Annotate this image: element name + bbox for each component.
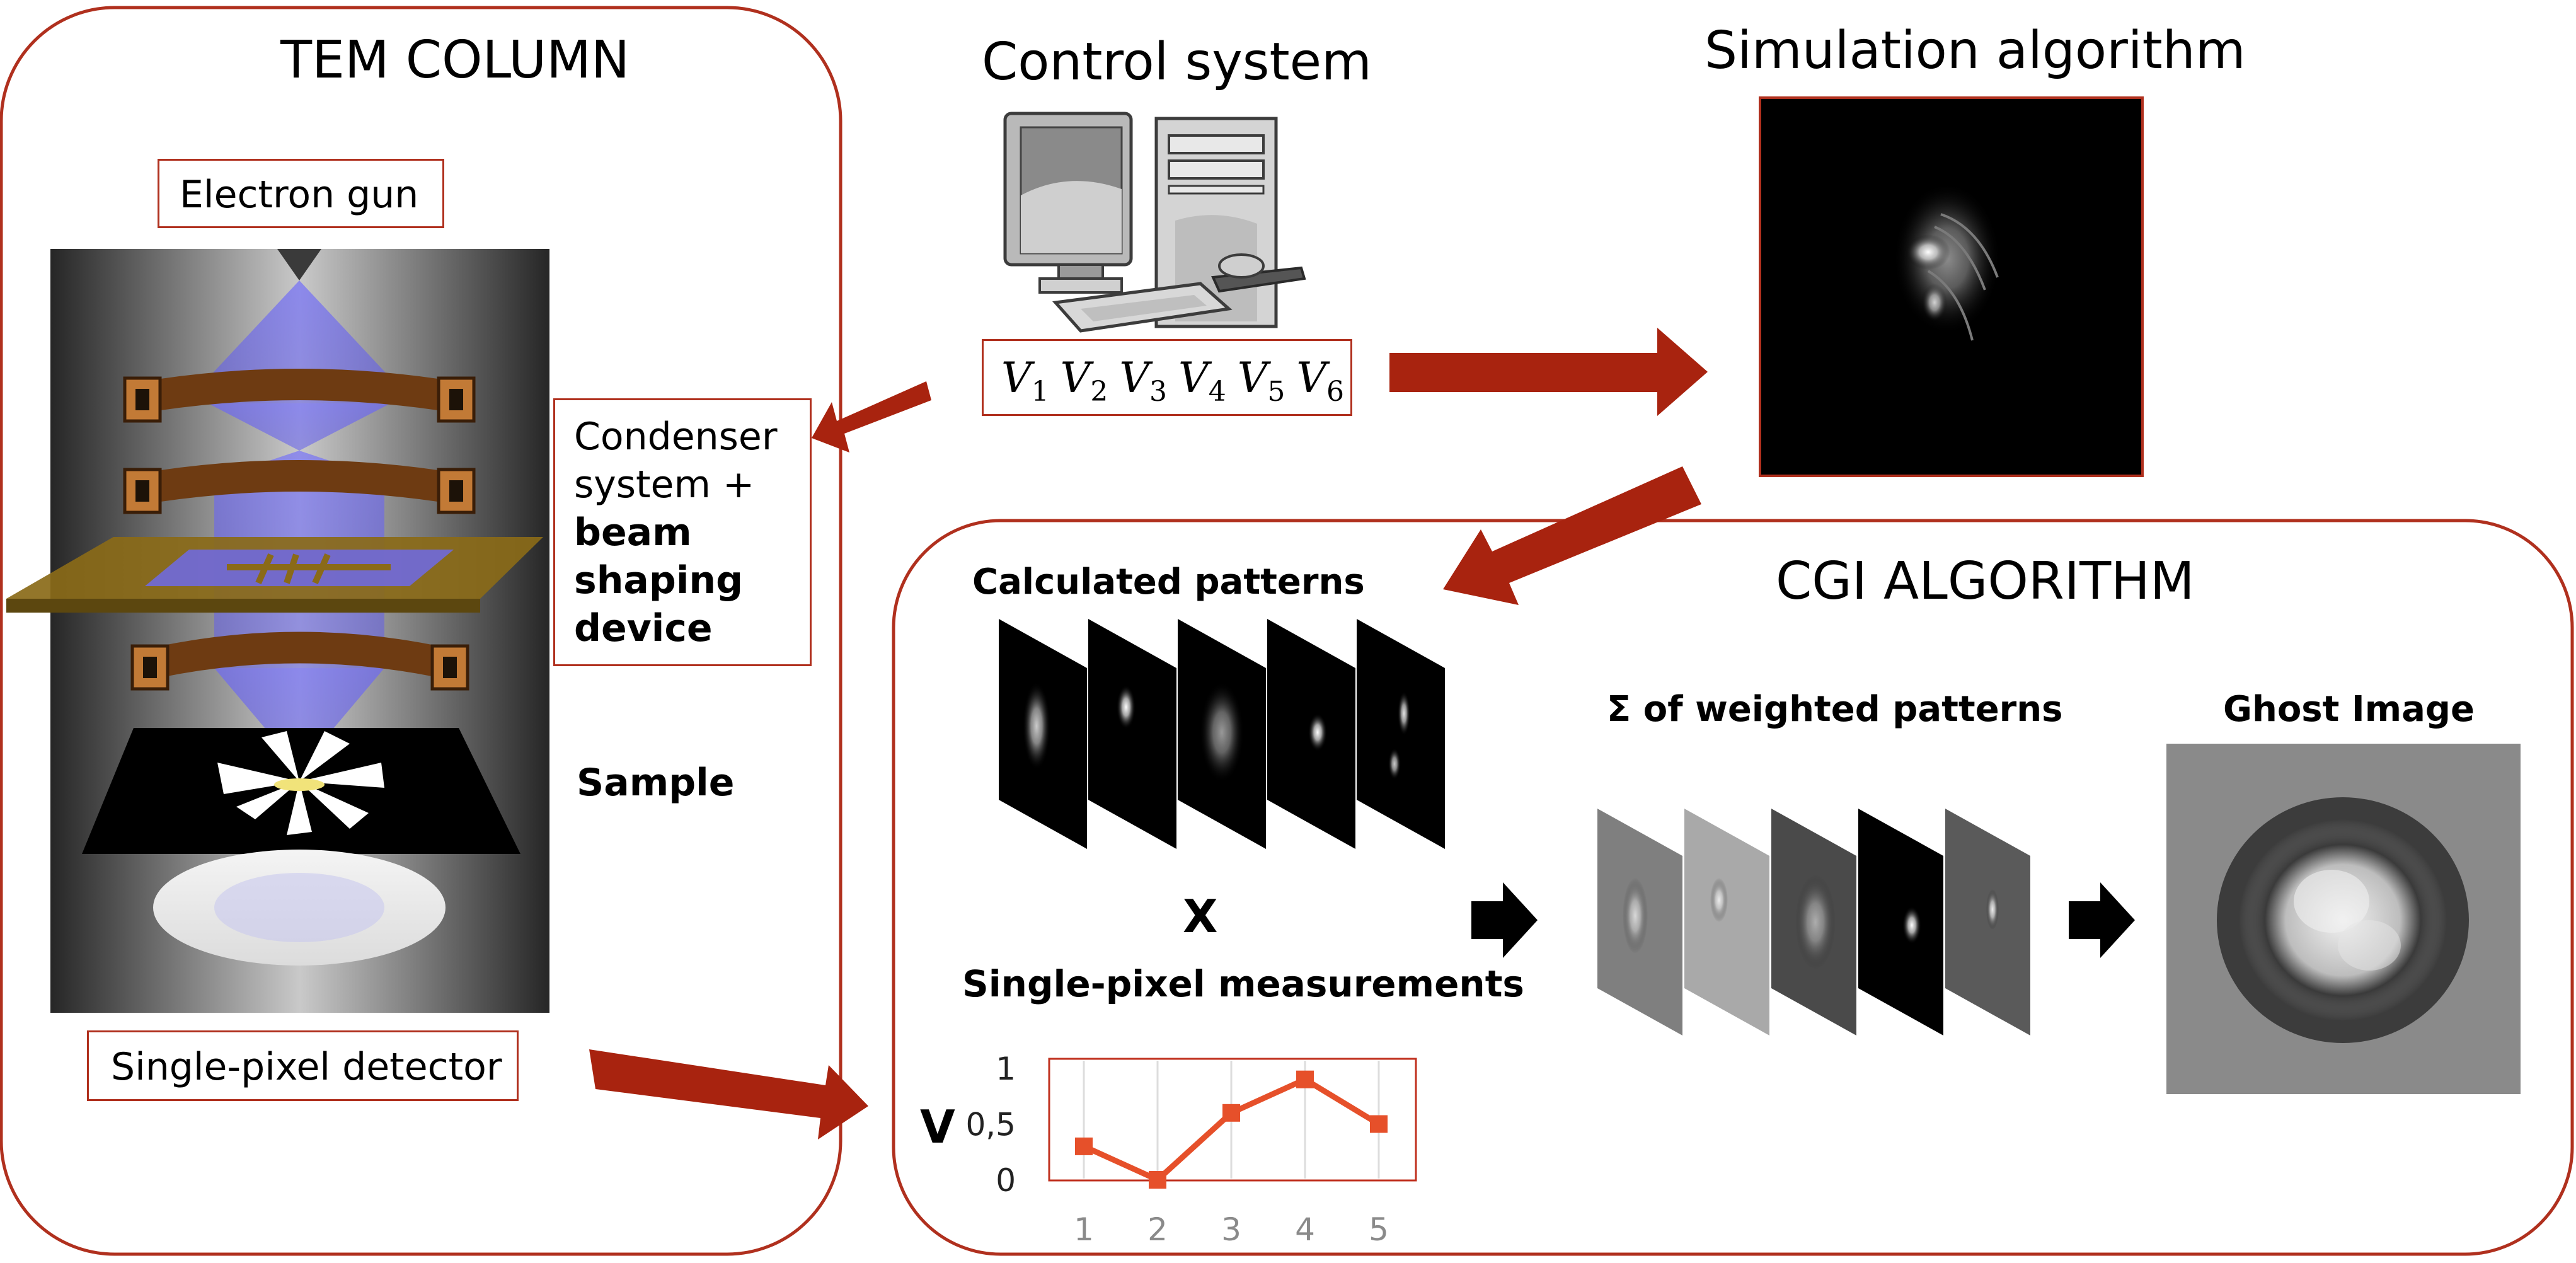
lens-coil xyxy=(130,632,469,691)
ghost-image xyxy=(2166,744,2521,1094)
pattern-panel xyxy=(1088,619,1176,849)
chart-yticks: 00,51 xyxy=(965,1051,1016,1199)
chart-point xyxy=(1222,1104,1240,1122)
sample-plane xyxy=(82,728,520,854)
simulation-image xyxy=(1759,96,2144,477)
voltage-term: V3 xyxy=(1119,354,1167,406)
electron-gun-tip xyxy=(277,249,321,280)
condenser-line-2: system + xyxy=(574,463,755,507)
voltage-symbol: V xyxy=(1119,354,1150,402)
sample-label: Sample xyxy=(577,761,735,805)
chart-xtick-label: 5 xyxy=(1369,1211,1389,1248)
voltage-symbol: V xyxy=(1060,354,1091,402)
voltage-symbol: V xyxy=(1178,354,1209,402)
pattern-panel xyxy=(1178,619,1266,849)
arrow-voltages-to-simulation xyxy=(1389,328,1708,416)
computer-illustration xyxy=(1003,112,1306,333)
weighted-panel xyxy=(1858,809,1943,1035)
voltage-symbol: V xyxy=(1237,354,1268,402)
voltage-symbol: V xyxy=(1296,354,1327,402)
calculated-patterns xyxy=(999,619,1445,849)
weighted-panel xyxy=(1945,809,2030,1035)
condenser-line-5: device xyxy=(574,606,713,650)
pattern-panel xyxy=(1357,619,1445,849)
arrow-simulation-to-patterns xyxy=(1443,466,1701,605)
control-title: Control system xyxy=(982,32,1372,92)
detector-box: Single-pixel detector xyxy=(87,1030,519,1101)
condenser-line-3: beam xyxy=(574,510,692,555)
voltage-index: 3 xyxy=(1149,376,1168,408)
chart-ytick-label: 1 xyxy=(996,1051,1016,1087)
flow-arrows xyxy=(589,328,1708,1139)
chart-xticks: 1 2 3 4 5 xyxy=(1074,1211,1389,1248)
tem-column-frame xyxy=(0,6,842,1256)
arrow-detector-to-measurements xyxy=(589,1049,868,1139)
weighted-patterns-label: Σ of weighted patterns xyxy=(1607,689,2063,730)
cgi-title: CGI ALGORITHM xyxy=(1776,551,2195,611)
chart-ylabel: V xyxy=(920,1100,955,1153)
arrow-control-to-condenser xyxy=(812,381,931,453)
chart-ytick-label: 0,5 xyxy=(965,1107,1016,1143)
beam-shaping-device xyxy=(6,537,543,613)
electron-gun-label: Electron gun xyxy=(180,173,419,217)
lens-coil xyxy=(123,460,476,514)
tem-column-illustration xyxy=(6,249,549,1013)
chart-xtick-label: 2 xyxy=(1147,1211,1168,1248)
arrow-to-weighted xyxy=(1471,882,1538,958)
pattern-panel xyxy=(1267,619,1355,849)
times-symbol: X xyxy=(1183,890,1218,943)
voltage-term: V1 xyxy=(1001,354,1049,406)
voltage-term: V6 xyxy=(1296,354,1344,406)
calculated-patterns-label: Calculated patterns xyxy=(972,562,1365,603)
chart-point xyxy=(1296,1070,1314,1088)
weighted-patterns xyxy=(1597,809,2030,1035)
voltage-index: 5 xyxy=(1267,376,1285,408)
voltage-term: V2 xyxy=(1060,354,1108,406)
pattern-panel xyxy=(999,619,1087,849)
chart-xtick-label: 1 xyxy=(1074,1211,1094,1248)
lens-coil xyxy=(123,369,476,423)
chart-point xyxy=(1149,1171,1166,1189)
sample-propeller xyxy=(217,731,384,835)
condenser-box: Condenser system + beam shaping device xyxy=(553,398,812,666)
chart-point xyxy=(1075,1137,1093,1155)
simulation-title: Simulation algorithm xyxy=(1705,21,2246,81)
chart-point xyxy=(1370,1115,1388,1133)
condenser-line-1: Condenser xyxy=(574,415,778,459)
electron-gun-box: Electron gun xyxy=(158,159,444,228)
chart-points xyxy=(1075,1070,1388,1189)
cgi-frame xyxy=(892,519,2574,1256)
chart-xtick-label: 4 xyxy=(1295,1211,1315,1248)
voltage-index: 2 xyxy=(1090,376,1108,408)
voltage-symbol: V xyxy=(1001,354,1032,402)
ghost-image-label: Ghost Image xyxy=(2223,689,2475,730)
detector-label: Single-pixel detector xyxy=(111,1045,502,1089)
voltage-index: 6 xyxy=(1326,376,1345,408)
arrow-to-ghost xyxy=(2069,882,2135,958)
voltage-index: 4 xyxy=(1208,376,1226,408)
weighted-panel xyxy=(1597,809,1682,1035)
voltage-index: 1 xyxy=(1031,376,1049,408)
voltage-term: V4 xyxy=(1178,354,1226,406)
chart-xtick-label: 3 xyxy=(1221,1211,1241,1248)
weighted-panel xyxy=(1771,809,1856,1035)
tem-title: TEM COLUMN xyxy=(280,30,630,90)
measurements-label: Single-pixel measurements xyxy=(962,962,1524,1005)
weighted-panel xyxy=(1684,809,1769,1035)
chart-ytick-label: 0 xyxy=(996,1162,1016,1199)
condenser-line-4: shaping xyxy=(574,558,744,603)
voltage-term: V5 xyxy=(1237,354,1285,406)
